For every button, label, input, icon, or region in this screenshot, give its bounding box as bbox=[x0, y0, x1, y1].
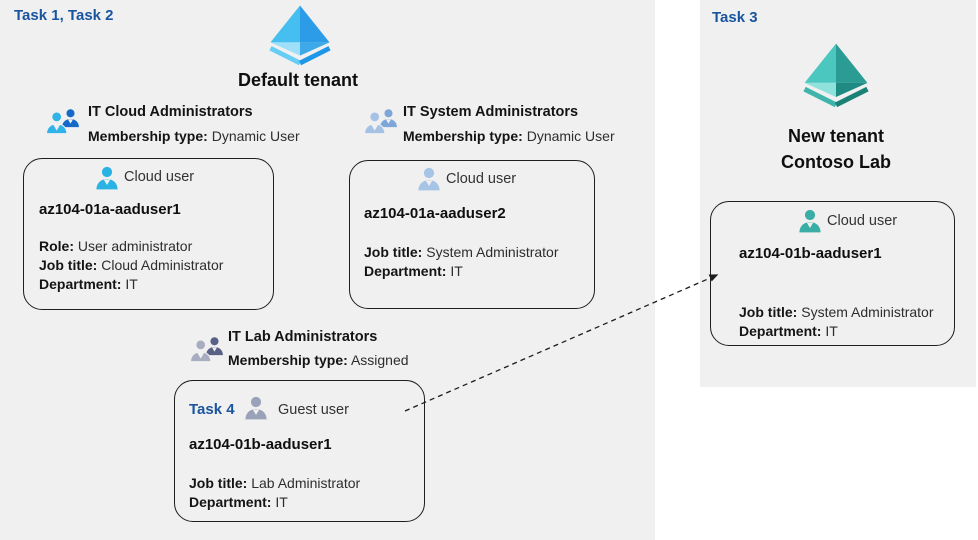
user-type-label: Cloud user bbox=[124, 169, 195, 185]
user-details: Job title: Lab Administrator Department:… bbox=[189, 474, 360, 512]
membership-value: Dynamic User bbox=[526, 128, 615, 144]
user-name: az104-01a-aaduser2 bbox=[364, 205, 506, 222]
detail-job-title: Job title: System Administrator bbox=[739, 304, 934, 320]
detail-job-title: Job title: Cloud Administrator bbox=[39, 257, 224, 273]
user-type-label: Cloud user bbox=[827, 213, 898, 229]
cloud-user-icon bbox=[799, 209, 821, 233]
detail-job-title: Job title: System Administrator bbox=[364, 244, 559, 260]
group-membership: Membership type: Dynamic User bbox=[88, 128, 300, 144]
user-details: Job title: System Administrator Departme… bbox=[739, 303, 934, 341]
guest-user-card: Task 4 Guest user az104-01b-aaduser1 Job… bbox=[174, 380, 425, 522]
membership-label: Membership type: bbox=[403, 128, 523, 144]
user-details: Job title: System Administrator Departme… bbox=[364, 243, 559, 281]
detail-department: Department: IT bbox=[189, 494, 288, 510]
guest-user-icon bbox=[245, 396, 267, 420]
group-icon bbox=[189, 337, 223, 363]
membership-value: Assigned bbox=[350, 352, 409, 368]
user-type-label: Cloud user bbox=[446, 171, 517, 187]
task-1-2-label: Task 1, Task 2 bbox=[14, 7, 114, 24]
new-tenant-icon bbox=[803, 43, 869, 108]
group-name: IT Lab Administrators bbox=[228, 329, 378, 345]
detail-department: Department: IT bbox=[39, 276, 138, 292]
group-icon bbox=[363, 109, 397, 135]
membership-value: Dynamic User bbox=[211, 128, 300, 144]
cloud-user-1-card: Cloud user az104-01a-aaduser1 Role: User… bbox=[23, 158, 274, 310]
cloud-user-2-card: Cloud user az104-01a-aaduser2 Job title:… bbox=[349, 160, 595, 309]
default-tenant-panel bbox=[0, 0, 655, 540]
membership-label: Membership type: bbox=[88, 128, 208, 144]
task-3-label: Task 3 bbox=[712, 9, 758, 26]
detail-department: Department: IT bbox=[739, 323, 838, 339]
new-tenant-line1: New tenant bbox=[787, 126, 884, 146]
user-type-label: Guest user bbox=[278, 402, 349, 418]
group-name: IT System Administrators bbox=[403, 104, 579, 120]
group-name: IT Cloud Administrators bbox=[88, 104, 253, 120]
group-membership: Membership type: Dynamic User bbox=[403, 128, 615, 144]
new-tenant-user-card: Cloud user az104-01b-aaduser1 Job title:… bbox=[710, 201, 955, 346]
user-name: az104-01a-aaduser1 bbox=[39, 201, 181, 218]
user-details: Role: User administrator Job title: Clou… bbox=[39, 237, 223, 294]
membership-label: Membership type: bbox=[228, 352, 348, 368]
group-icon bbox=[45, 109, 79, 135]
group-membership: Membership type: Assigned bbox=[228, 352, 409, 368]
user-name: az104-01b-aaduser1 bbox=[189, 436, 332, 453]
cloud-user-icon bbox=[96, 166, 118, 190]
detail-job-title: Job title: Lab Administrator bbox=[189, 475, 361, 491]
new-tenant-title: New tenant Contoso Lab bbox=[736, 123, 936, 175]
azure-ad-tenant-icon bbox=[269, 5, 331, 66]
default-tenant-title: Default tenant bbox=[237, 70, 358, 90]
user-name: az104-01b-aaduser1 bbox=[739, 245, 882, 262]
detail-department: Department: IT bbox=[364, 263, 463, 279]
cloud-user-icon bbox=[418, 167, 440, 191]
new-tenant-line2: Contoso Lab bbox=[781, 152, 891, 172]
detail-role: Role: User administrator bbox=[39, 238, 193, 254]
task-4-label: Task 4 bbox=[189, 401, 235, 418]
